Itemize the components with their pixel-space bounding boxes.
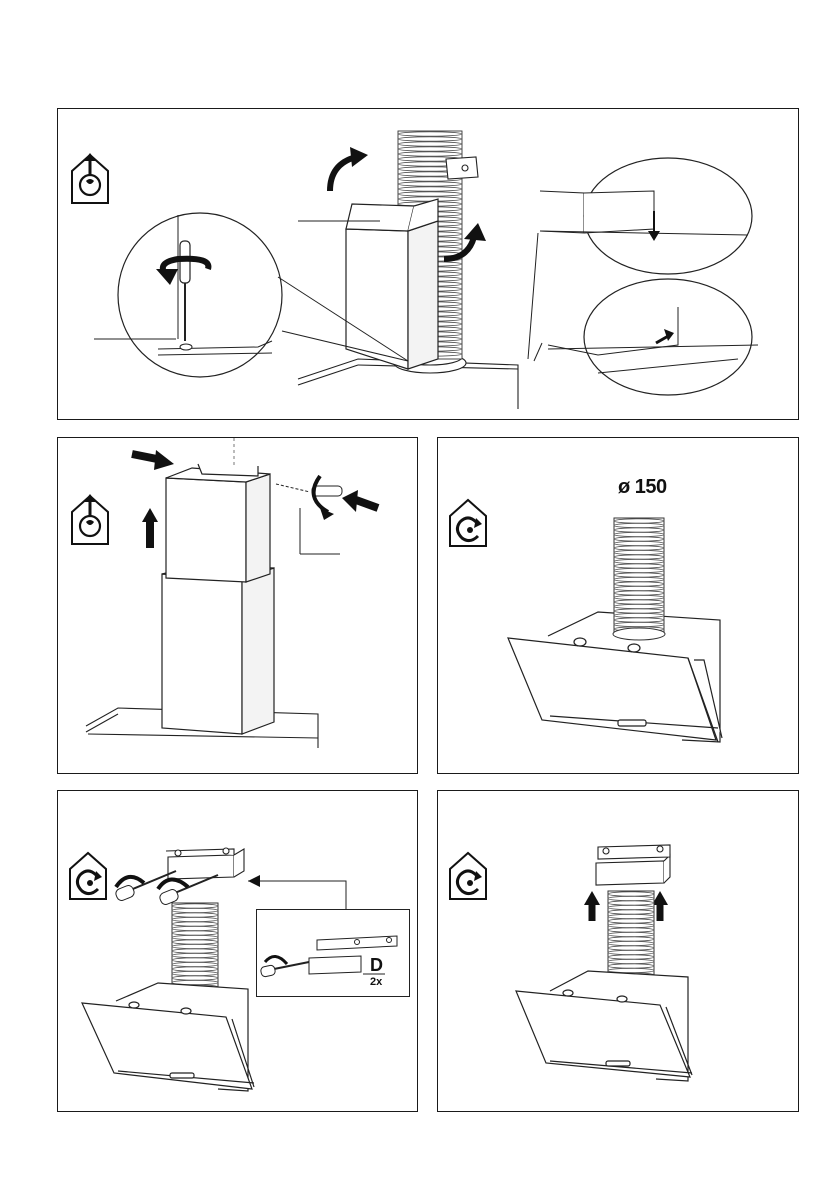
recirculation-filter-box [166, 848, 244, 879]
detail-circle-top-right [540, 158, 752, 274]
recirculation-house-icon [450, 853, 486, 899]
push-arrow-left [132, 450, 174, 470]
callout-line [248, 881, 346, 911]
chimney-section [346, 199, 438, 369]
cooker-hood [82, 983, 254, 1091]
lift-arrow-up [142, 508, 158, 548]
step-5-illustration [438, 791, 800, 1113]
step-1-illustration [58, 109, 800, 421]
step-panel-4: D 2x [57, 790, 418, 1112]
rotate-arrow-left [330, 147, 368, 191]
cooker-hood [516, 971, 692, 1081]
flexible-duct [613, 518, 665, 640]
inset-illustration [257, 910, 411, 998]
ducted-extraction-house-icon [72, 153, 108, 203]
screwdriver [276, 476, 342, 520]
ducted-extraction-house-icon [72, 494, 108, 544]
screwdriver-inset [260, 956, 309, 977]
wall-bracket [446, 157, 478, 179]
recirculation-house-icon [70, 853, 106, 899]
recirculation-filter-box [596, 845, 670, 885]
duct-diameter-label: ø 150 [618, 476, 667, 499]
part-letter-label: D [370, 955, 383, 976]
detail-inset: D 2x [256, 909, 410, 997]
part-quantity-label: 2x [370, 976, 382, 988]
push-arrow-right [342, 490, 378, 512]
screwdriver-right [158, 875, 218, 906]
step-2-illustration [58, 438, 419, 775]
detail-circle-screw [118, 213, 282, 377]
recirculation-house-icon [450, 500, 486, 546]
detail-circle-bottom-right [548, 279, 758, 395]
step-panel-2 [57, 437, 418, 774]
step-panel-3: ø 150 [437, 437, 799, 774]
step-panel-5 [437, 790, 799, 1112]
lift-arrow-up-left [584, 891, 600, 921]
lower-chimney [162, 566, 274, 734]
upper-chimney [166, 464, 270, 582]
step-panel-1 [57, 108, 799, 420]
